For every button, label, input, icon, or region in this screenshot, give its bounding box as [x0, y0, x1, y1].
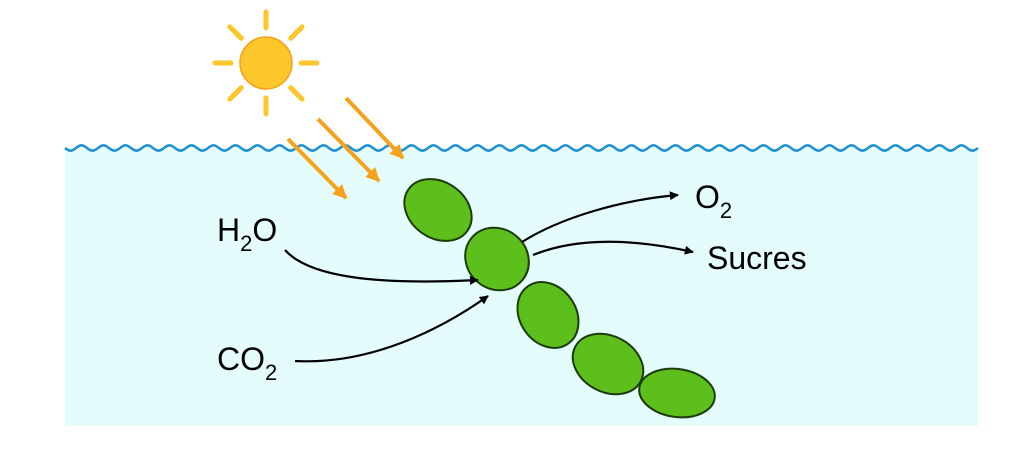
process-arrows	[284, 191, 694, 363]
algae-cell-1	[403, 178, 473, 242]
sun-ray	[288, 85, 305, 102]
arrow-oxygen-out	[521, 191, 679, 243]
sunlight-ray-2	[316, 117, 381, 183]
label-oxygen: O2	[695, 179, 732, 223]
algae-cell-5	[638, 367, 716, 419]
label-water: H2O	[217, 212, 277, 256]
arrow-co2-in	[294, 295, 489, 363]
sun-ray	[227, 24, 244, 41]
sunlight-ray-1	[344, 96, 405, 160]
water-body	[65, 148, 978, 426]
sun-ray	[288, 24, 305, 41]
water-surface-line	[64, 144, 979, 152]
sunlight-rays	[286, 96, 405, 200]
arrow-water-in	[284, 249, 479, 285]
algae-cell-3	[516, 281, 580, 349]
sun-ray	[227, 85, 244, 102]
label-co2: CO2	[217, 341, 277, 385]
sun-icon	[212, 9, 320, 117]
arrow-sugars-out	[532, 240, 694, 257]
sunlight-ray-3	[286, 137, 348, 200]
label-sugars: Sucres	[707, 240, 807, 276]
